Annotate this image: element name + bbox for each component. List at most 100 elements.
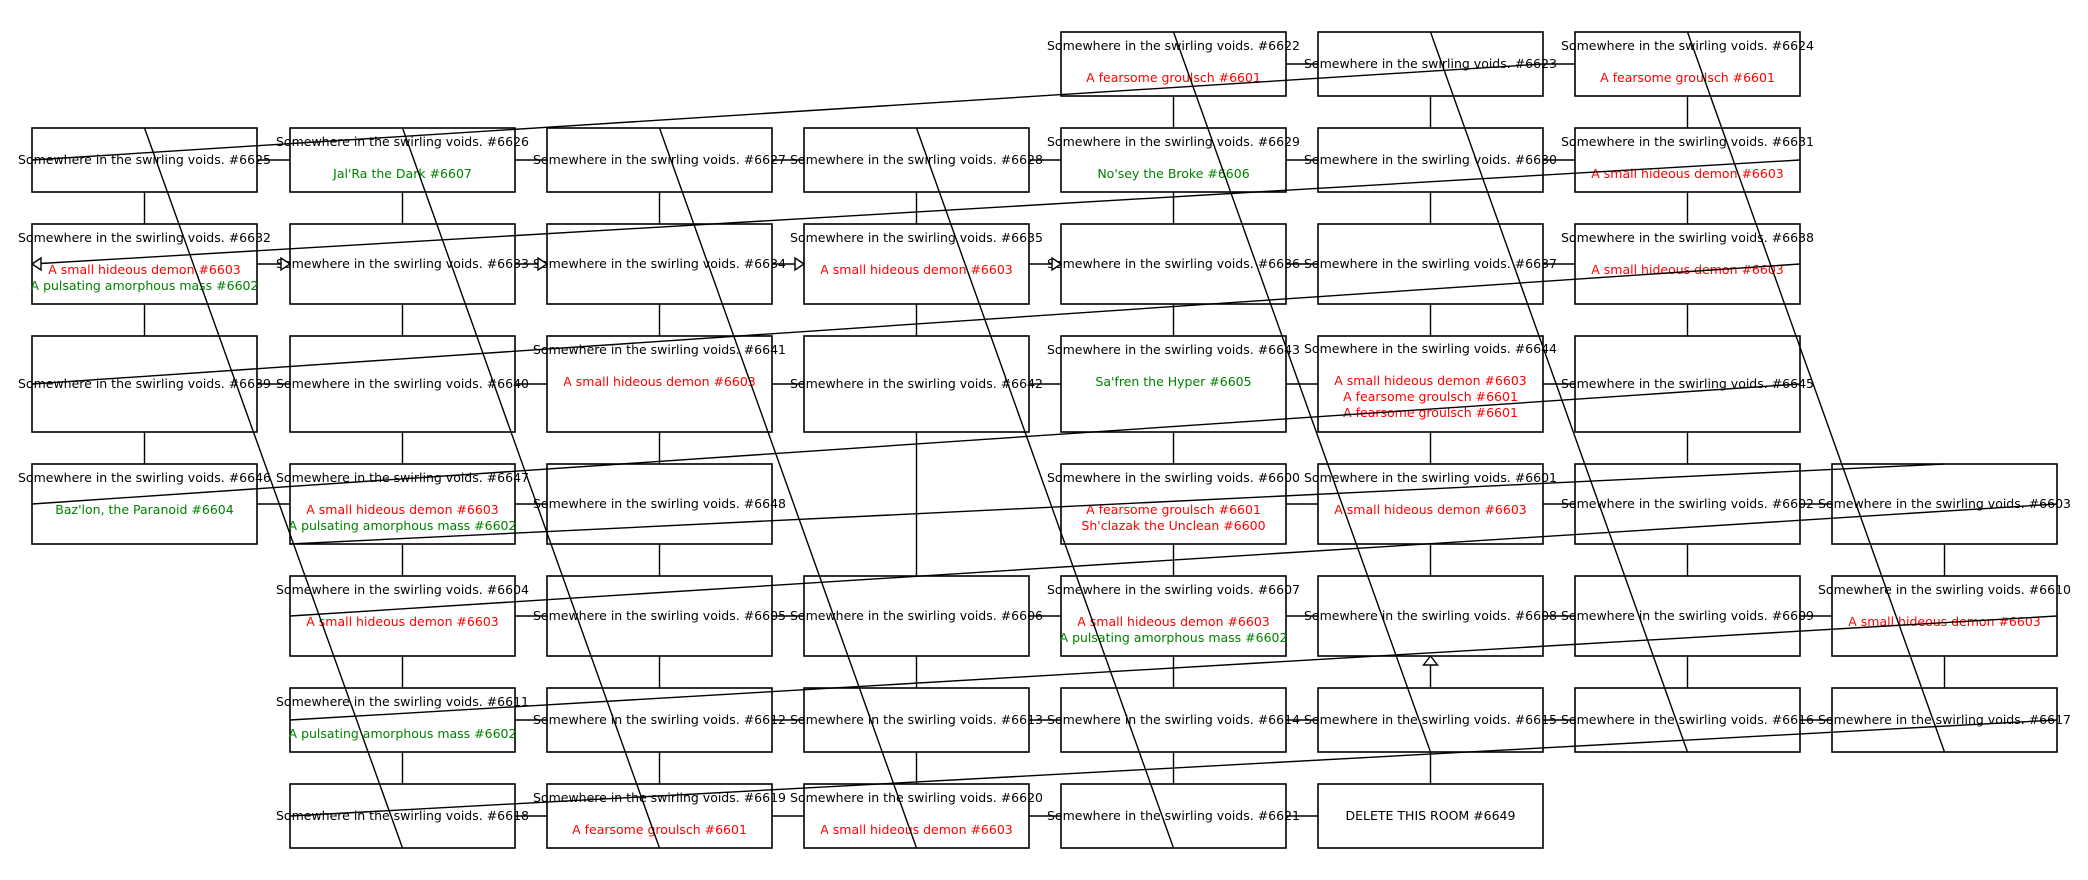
hostile-mob-label: A fearsome groulsch #6601 (1343, 389, 1518, 404)
room-name: Somewhere in the swirling voids. #6626 (276, 134, 529, 149)
room-node[interactable]: Somewhere in the swirling voids. #6646Ba… (18, 463, 271, 545)
room-name: Somewhere in the swirling voids. #6615 (1304, 712, 1557, 727)
room-node[interactable]: Somewhere in the swirling voids. #6613 (790, 687, 1043, 753)
room-node[interactable]: Somewhere in the swirling voids. #6641A … (533, 335, 786, 433)
hostile-mob-label: Sh'clazak the Unclean #6600 (1081, 518, 1265, 533)
room-name: Somewhere in the swirling voids. #6607 (1047, 582, 1300, 597)
room-node[interactable]: Somewhere in the swirling voids. #6620A … (790, 783, 1043, 849)
room-node[interactable]: Somewhere in the swirling voids. #6636 (1047, 223, 1300, 305)
room-box (546, 783, 773, 849)
room-node[interactable]: Somewhere in the swirling voids. #6603 (1818, 463, 2071, 545)
room-node[interactable]: Somewhere in the swirling voids. #6622A … (1047, 31, 1300, 97)
room-box (546, 575, 773, 657)
room-box (546, 335, 773, 433)
one-way-arrow-icon (1051, 256, 1063, 272)
room-node[interactable]: Somewhere in the swirling voids. #6617 (1818, 687, 2071, 753)
room-node[interactable]: Somewhere in the swirling voids. #6608 (1304, 575, 1557, 657)
room-node[interactable]: Somewhere in the swirling voids. #6607A … (1047, 575, 1300, 657)
room-node[interactable]: Somewhere in the swirling voids. #6624A … (1561, 31, 1814, 97)
friendly-npc-label: No'sey the Broke #6606 (1097, 166, 1249, 181)
room-name: Somewhere in the swirling voids. #6612 (533, 712, 786, 727)
one-way-arrow-icon (1422, 654, 1439, 666)
hostile-mob-label: A small hideous demon #6603 (306, 502, 499, 517)
room-box (1060, 575, 1287, 657)
room-box (289, 463, 516, 545)
room-node[interactable]: Somewhere in the swirling voids. #6628 (790, 127, 1043, 193)
room-node[interactable]: Somewhere in the swirling voids. #6600A … (1047, 463, 1300, 545)
room-node[interactable]: Somewhere in the swirling voids. #6625 (18, 127, 271, 193)
room-box (1060, 463, 1287, 545)
room-node[interactable]: Somewhere in the swirling voids. #6640 (276, 335, 529, 433)
hostile-mob-label: A small hideous demon #6603 (1591, 166, 1784, 181)
diagonal-exit (1172, 31, 1432, 753)
room-box (803, 223, 1030, 305)
room-node[interactable]: Somewhere in the swirling voids. #6602 (1561, 463, 1814, 545)
room-node[interactable]: Somewhere in the swirling voids. #6611A … (276, 687, 529, 753)
room-node[interactable]: Somewhere in the swirling voids. #6627 (533, 127, 786, 193)
room-box (546, 463, 773, 545)
room-node[interactable]: Somewhere in the swirling voids. #6614 (1047, 687, 1300, 753)
room-name: Somewhere in the swirling voids. #6645 (1561, 376, 1814, 391)
room-box (1060, 783, 1287, 849)
hostile-mob-label: A small hideous demon #6603 (48, 262, 241, 277)
room-box (803, 783, 1030, 849)
room-box (1574, 223, 1801, 305)
room-node[interactable]: Somewhere in the swirling voids. #6616 (1561, 687, 1814, 753)
room-node[interactable]: Somewhere in the swirling voids. #6615 (1304, 687, 1557, 753)
room-node[interactable]: Somewhere in the swirling voids. #6623 (1304, 31, 1557, 97)
diagonal-exit (31, 383, 1801, 505)
diagonal-exit (1429, 31, 1689, 753)
room-box (1060, 687, 1287, 753)
room-name: Somewhere in the swirling voids. #6644 (1304, 341, 1557, 356)
room-node[interactable]: Somewhere in the swirling voids. #6635A … (790, 223, 1043, 305)
room-node[interactable]: Somewhere in the swirling voids. #6631A … (1561, 127, 1814, 193)
room-node[interactable]: Somewhere in the swirling voids. #6644 A … (1304, 335, 1557, 433)
room-name: Somewhere in the swirling voids. #6611 (276, 694, 529, 709)
room-node[interactable]: Somewhere in the swirling voids. #6604 A … (276, 575, 529, 657)
room-box (31, 127, 258, 193)
room-node[interactable]: DELETE THIS ROOM #6649 (1317, 783, 1544, 849)
room-box (1574, 127, 1801, 193)
diagonal-exit (289, 719, 2058, 817)
room-name: Somewhere in the swirling voids. #6646 (18, 470, 271, 485)
room-node[interactable]: Somewhere in the swirling voids. #6619A … (533, 783, 786, 849)
diagonal-exit (289, 503, 2058, 617)
diagonal-exit (31, 159, 1801, 265)
room-node[interactable]: Somewhere in the swirling voids. #6643Sa… (1047, 335, 1300, 433)
room-node[interactable]: Somewhere in the swirling voids. #6609 (1561, 575, 1814, 657)
room-node[interactable]: Somewhere in the swirling voids. #6648 (533, 463, 786, 545)
room-box (289, 687, 516, 753)
room-name: DELETE THIS ROOM #6649 (1346, 808, 1516, 823)
room-node[interactable]: Somewhere in the swirling voids. #6606 (790, 575, 1043, 657)
room-box (803, 335, 1030, 433)
room-node[interactable]: Somewhere in the swirling voids. #6610A … (1818, 575, 2071, 657)
room-node[interactable]: Somewhere in the swirling voids. #6645 (1561, 335, 1814, 433)
room-node[interactable]: Somewhere in the swirling voids. #6639 (18, 335, 271, 433)
room-name: Somewhere in the swirling voids. #6625 (18, 152, 271, 167)
room-node[interactable]: Somewhere in the swirling voids. #6621 (1047, 783, 1300, 849)
room-node[interactable]: Somewhere in the swirling voids. #6642 (790, 335, 1043, 433)
room-name: Somewhere in the swirling voids. #6610 (1818, 582, 2071, 597)
room-node[interactable]: Somewhere in the swirling voids. #6618 (276, 783, 529, 849)
room-box (1060, 223, 1287, 305)
room-node[interactable]: Somewhere in the swirling voids. #6638A … (1561, 223, 1814, 305)
room-name: Somewhere in the swirling voids. #6604 (276, 582, 529, 597)
room-node[interactable]: Somewhere in the swirling voids. #6629No… (1047, 127, 1300, 193)
hostile-mob-label: A small hideous demon #6603 (306, 614, 499, 629)
room-node[interactable]: Somewhere in the swirling voids. #6633 (276, 223, 529, 305)
room-name: Somewhere in the swirling voids. #6601 (1304, 470, 1557, 485)
room-node[interactable]: Somewhere in the swirling voids. #6634 (533, 223, 786, 305)
room-box (803, 575, 1030, 657)
room-node[interactable]: Somewhere in the swirling voids. #6632A … (18, 223, 271, 305)
one-way-arrow-icon (280, 256, 292, 272)
diagonal-exit (1686, 31, 1946, 753)
room-node[interactable]: Somewhere in the swirling voids. #6605 (533, 575, 786, 657)
room-name: Somewhere in the swirling voids. #6624 (1561, 38, 1814, 53)
room-name: Somewhere in the swirling voids. #6643 (1047, 342, 1300, 357)
room-node[interactable]: Somewhere in the swirling voids. #6647A … (276, 463, 529, 545)
room-name: Somewhere in the swirling voids. #6605 (533, 608, 786, 623)
diagonal-exit (289, 615, 2058, 721)
room-box (1831, 463, 2058, 545)
room-node[interactable]: Somewhere in the swirling voids. #6626Ja… (276, 127, 529, 193)
room-node[interactable]: Somewhere in the swirling voids. #6637 (1304, 223, 1557, 305)
